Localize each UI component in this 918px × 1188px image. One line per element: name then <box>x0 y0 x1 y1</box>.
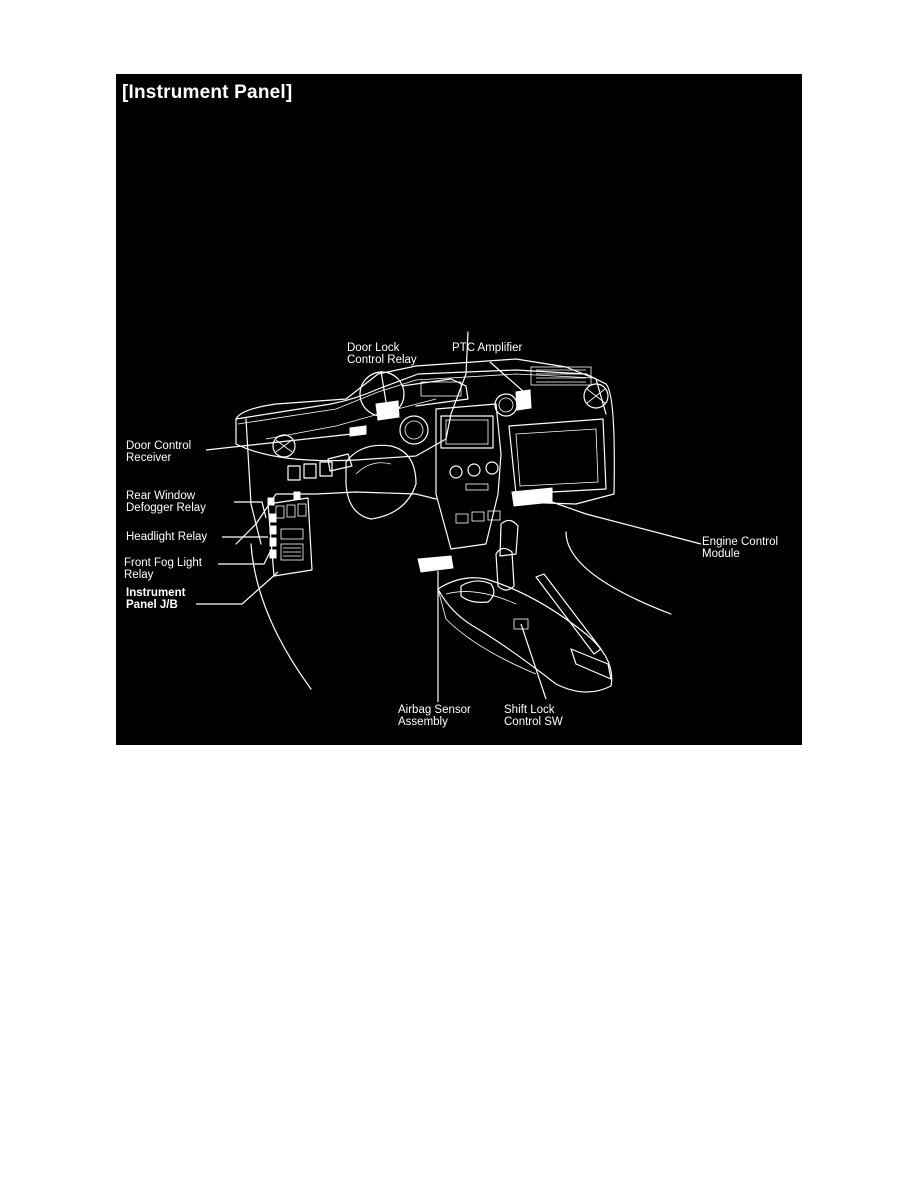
glove-box <box>508 418 607 495</box>
diagram-panel: [Instrument Panel] Door Lock Control Rel… <box>116 74 802 745</box>
door-control-receiver-part <box>349 425 367 437</box>
defroster-grille <box>530 366 592 386</box>
label-headlight-relay: Headlight Relay <box>126 531 208 543</box>
dash-top-ridge-1 <box>237 373 595 425</box>
leader-front-fog-light-relay <box>218 551 271 565</box>
dashboard-crest <box>235 369 607 420</box>
leader-door-lock-control-relay <box>380 370 387 403</box>
dashboard-left-face <box>245 418 262 545</box>
dashboard-left-curve <box>250 543 312 690</box>
left-air-vent <box>272 434 296 458</box>
dashboard-top-edge <box>235 358 607 420</box>
leader-rear-window-defogger-relay <box>234 501 267 519</box>
instrument-panel-drawing <box>196 331 702 702</box>
leader-engine-control-module <box>551 501 702 545</box>
dash-top-ridge-2 <box>265 398 437 440</box>
label-airbag-sensor-assembly: Airbag Sensor Assembly <box>398 704 471 728</box>
label-door-lock-control-relay: Door Lock Control Relay <box>347 342 417 366</box>
junction-block <box>267 491 313 577</box>
label-front-fog-light-relay: Front Fog Light Relay <box>124 557 202 581</box>
label-engine-control-module: Engine Control Module <box>702 536 779 560</box>
airbag-sensor-part <box>417 555 454 573</box>
leader-ptc-amplifier <box>489 361 525 393</box>
centre-stack <box>435 403 502 550</box>
label-instrument-panel-jb: Instrument Panel J/B <box>126 587 186 611</box>
leader-shift-lock-control-sw <box>520 623 547 700</box>
leader-door-control-receiver <box>205 433 353 451</box>
dashboard-right-end <box>515 383 615 505</box>
switch-panel <box>287 461 333 481</box>
label-ptc-amplifier: PTC Amplifier <box>452 342 523 354</box>
dashboard-right-curve <box>565 531 672 615</box>
label-shift-lock-control-sw: Shift Lock Control SW <box>504 704 563 728</box>
ptc-amplifier-part <box>515 389 532 411</box>
label-door-control-receiver: Door Control Receiver <box>126 440 192 464</box>
leader-instrument-panel-jb <box>196 571 279 605</box>
door-lock-control-relay-part <box>375 400 400 421</box>
steering-column-area <box>327 444 417 520</box>
label-rear-window-defogger-relay: Rear Window Defogger Relay <box>126 490 206 514</box>
right-air-vent <box>583 383 609 409</box>
centre-left-air-vent <box>399 415 429 445</box>
diagram-title: [Instrument Panel] <box>122 82 293 103</box>
centre-console <box>437 519 613 693</box>
centre-right-air-vent <box>494 393 518 417</box>
